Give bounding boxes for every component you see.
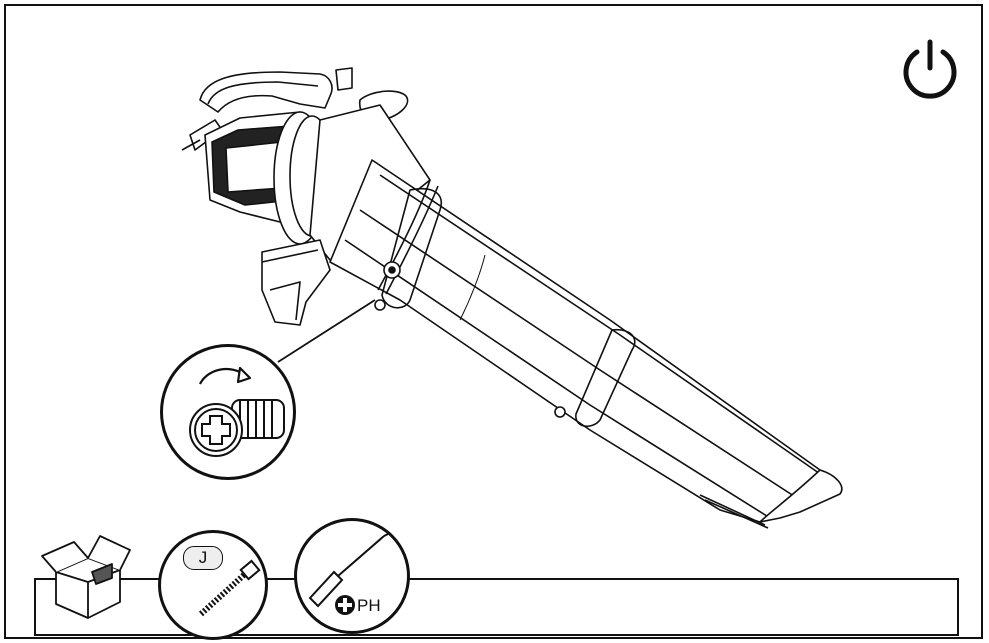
screwdriver-type-label: PH xyxy=(357,596,381,615)
bolt-icon xyxy=(198,559,261,617)
screwdriver-icon xyxy=(308,533,389,608)
power-icon[interactable] xyxy=(900,38,960,100)
phillips-plus-icon xyxy=(335,595,355,615)
phillips-screw-icon xyxy=(189,399,285,457)
rotate-arrow-icon xyxy=(199,366,252,385)
open-box-icon xyxy=(41,535,131,619)
screwdriver-badge xyxy=(294,518,410,634)
bolt-part-label-pill: J xyxy=(183,546,223,570)
